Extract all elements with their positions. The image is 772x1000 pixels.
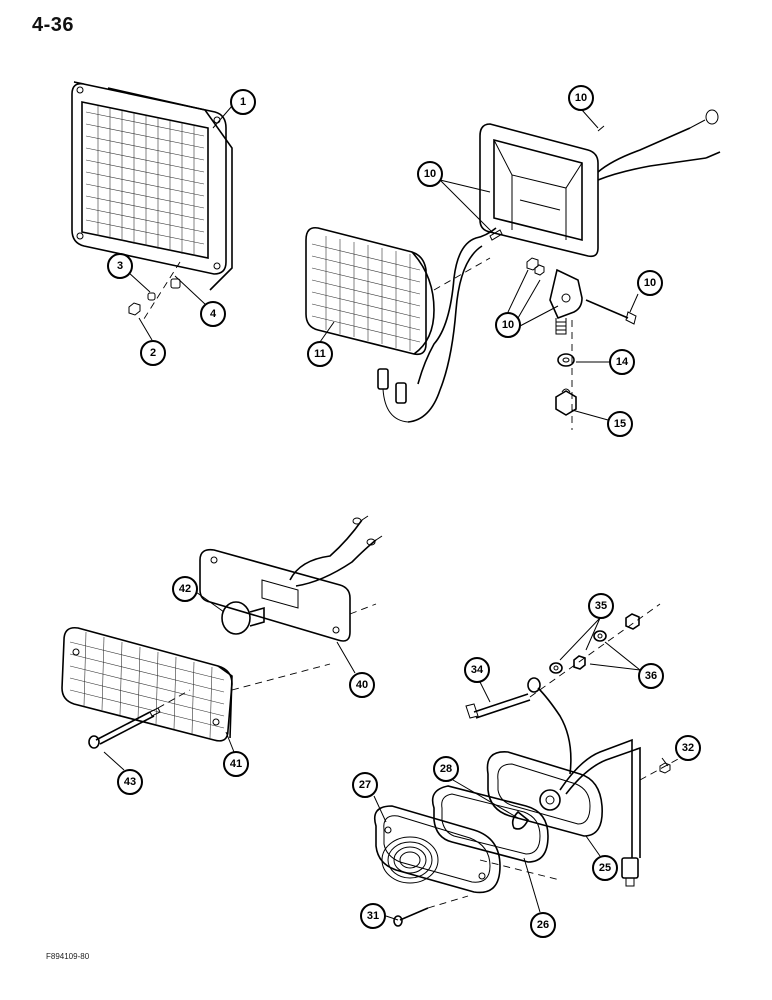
callout-35: 35 — [588, 593, 614, 619]
svg-text:10: 10 — [575, 92, 587, 104]
svg-text:25: 25 — [599, 862, 611, 874]
svg-text:34: 34 — [471, 664, 484, 676]
flood-lamp-assembly — [305, 109, 721, 430]
callout-34: 34 — [464, 657, 490, 683]
svg-text:40: 40 — [356, 679, 368, 691]
svg-text:10: 10 — [644, 277, 656, 289]
callout-43: 43 — [117, 769, 143, 795]
callout-41: 41 — [223, 751, 249, 777]
callout-1: 1 — [230, 89, 256, 115]
svg-text:26: 26 — [537, 919, 549, 931]
callout-2: 2 — [140, 340, 166, 366]
callout-4: 4 — [200, 301, 226, 327]
callout-40: 40 — [349, 672, 375, 698]
svg-text:31: 31 — [367, 910, 379, 922]
svg-text:35: 35 — [595, 600, 607, 612]
svg-text:10: 10 — [502, 319, 514, 331]
svg-text:15: 15 — [614, 418, 626, 430]
figure-code: F894109-80 — [46, 952, 90, 961]
leader-lines — [103, 105, 669, 921]
callout-26: 26 — [530, 912, 556, 938]
callout-25: 25 — [592, 855, 618, 881]
svg-text:1: 1 — [240, 96, 246, 108]
callout-10-bracket: 10 — [495, 312, 521, 338]
callout-10-left: 10 — [417, 161, 443, 187]
svg-text:41: 41 — [230, 758, 242, 770]
page-number: 4-36 — [32, 14, 75, 36]
svg-text:42: 42 — [179, 583, 191, 595]
callout-28: 28 — [433, 756, 459, 782]
svg-text:4: 4 — [210, 308, 217, 320]
callout-31: 31 — [360, 903, 386, 929]
callout-10-top: 10 — [568, 85, 594, 111]
svg-text:27: 27 — [359, 779, 371, 791]
work-lamp-assembly — [71, 81, 233, 323]
callout-27: 27 — [352, 772, 378, 798]
callout-14: 14 — [609, 349, 635, 375]
callout-11: 11 — [307, 341, 333, 367]
callout-32: 32 — [675, 735, 701, 761]
callout-36: 36 — [638, 663, 664, 689]
marker-lamp-assembly — [61, 515, 383, 749]
svg-text:36: 36 — [645, 670, 657, 682]
callout-3: 3 — [107, 253, 133, 279]
svg-text:10: 10 — [424, 168, 436, 180]
svg-text:11: 11 — [314, 348, 326, 360]
svg-text:3: 3 — [117, 260, 123, 272]
svg-text:32: 32 — [682, 742, 694, 754]
svg-text:2: 2 — [150, 347, 156, 359]
svg-text:28: 28 — [440, 763, 452, 775]
tail-lamp-assembly — [373, 603, 681, 927]
svg-text:14: 14 — [616, 356, 629, 368]
callout-15: 15 — [607, 411, 633, 437]
svg-text:43: 43 — [124, 776, 136, 788]
callout-42: 42 — [172, 576, 198, 602]
callout-10-bolt: 10 — [637, 270, 663, 296]
